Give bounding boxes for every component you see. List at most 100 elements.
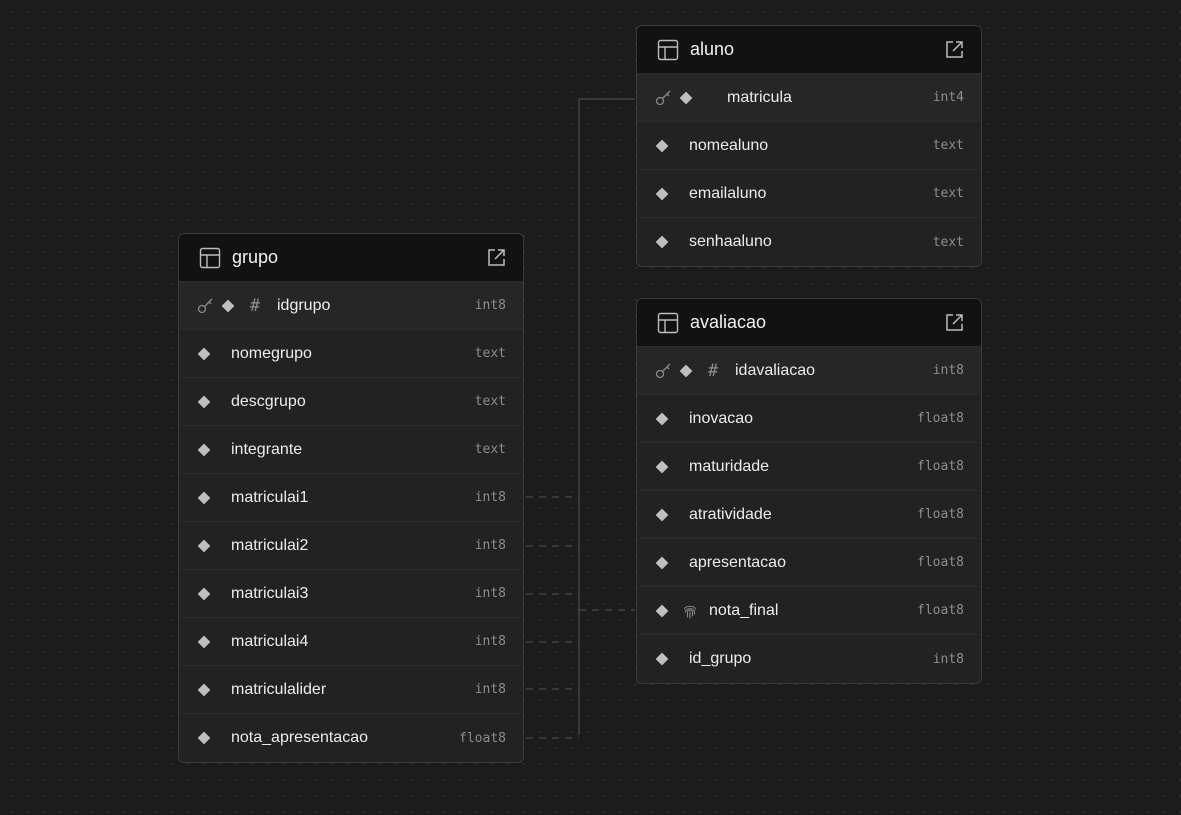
diamond-icon <box>679 364 693 378</box>
column-type: text <box>932 186 964 201</box>
column-name: nomegrupo <box>231 344 312 362</box>
column-type: int8 <box>932 363 964 378</box>
diamond-icon <box>197 539 211 553</box>
diamond-icon <box>655 556 669 570</box>
column-name: matriculai1 <box>231 488 309 506</box>
table-card-avaliacao[interactable]: avaliacao # idavaliacao int8 inovacao fl… <box>636 298 982 684</box>
column-type: text <box>932 138 964 153</box>
diamond-icon <box>679 91 693 105</box>
key-icon <box>655 89 673 107</box>
column-type: int4 <box>932 90 964 105</box>
diamond-icon <box>197 635 211 649</box>
column-type: int8 <box>474 586 506 601</box>
column-row-matriculai4[interactable]: matriculai4 int8 <box>179 618 523 666</box>
column-type: int8 <box>474 634 506 649</box>
column-type: float8 <box>917 555 964 570</box>
table-title: aluno <box>690 39 735 59</box>
column-type: text <box>474 394 506 409</box>
column-row-idgrupo[interactable]: # idgrupo int8 <box>179 282 523 330</box>
table-header: avaliacao <box>637 299 981 347</box>
external-link-icon[interactable] <box>944 312 965 333</box>
column-row-matriculai2[interactable]: matriculai2 int8 <box>179 522 523 570</box>
column-name: matriculai2 <box>231 536 309 554</box>
column-row-idavaliacao[interactable]: # idavaliacao int8 <box>637 347 981 395</box>
fingerprint-icon <box>681 602 699 620</box>
table-icon <box>657 312 679 334</box>
table-card-grupo[interactable]: grupo # idgrupo int8 nomegrupo text desc… <box>178 233 524 763</box>
external-link-icon[interactable] <box>486 247 507 268</box>
column-row-nomegrupo[interactable]: nomegrupo text <box>179 330 523 378</box>
table-header: aluno <box>637 26 981 74</box>
column-name: nota_apresentacao <box>231 729 368 746</box>
column-name: idgrupo <box>277 296 331 314</box>
diamond-icon <box>655 652 669 666</box>
diamond-icon <box>655 139 669 153</box>
diamond-icon <box>197 347 211 361</box>
column-name: atratividade <box>689 505 772 523</box>
column-type: int8 <box>474 538 506 553</box>
column-type: float8 <box>917 411 964 426</box>
column-row-nota-final[interactable]: nota_final float8 <box>637 587 981 635</box>
column-row-matricula[interactable]: matricula int4 <box>637 74 981 122</box>
column-type: int8 <box>474 682 506 697</box>
table-icon <box>199 247 221 269</box>
column-name: apresentacao <box>689 553 786 571</box>
diamond-icon <box>197 491 211 505</box>
column-row-maturidade[interactable]: maturidade float8 <box>637 443 981 491</box>
column-type: int8 <box>474 490 506 505</box>
column-name: descgrupo <box>231 392 306 410</box>
diamond-icon <box>655 187 669 201</box>
column-row-matriculalider[interactable]: matriculalider int8 <box>179 666 523 714</box>
table-card-aluno[interactable]: aluno matricula int4 nomealuno text emai… <box>636 25 982 267</box>
key-icon <box>197 297 215 315</box>
column-row-descgrupo[interactable]: descgrupo text <box>179 378 523 426</box>
column-row-nomealuno[interactable]: nomealuno text <box>637 122 981 170</box>
column-name: idavaliacao <box>735 361 816 379</box>
column-row-matriculai3[interactable]: matriculai3 int8 <box>179 570 523 618</box>
column-type: float8 <box>917 507 964 522</box>
diamond-icon <box>655 460 669 474</box>
hash-icon: # <box>707 360 719 381</box>
column-row-integrante[interactable]: integrante text <box>179 426 523 474</box>
column-row-id-grupo[interactable]: id_grupo int8 <box>637 635 981 683</box>
diamond-icon <box>655 235 669 249</box>
column-type: text <box>474 442 506 457</box>
diamond-icon <box>197 443 211 457</box>
column-name: maturidade <box>689 457 770 475</box>
table-header: grupo <box>179 234 523 282</box>
diamond-icon <box>221 299 235 313</box>
column-row-nota-apresentacao[interactable]: nota_apresentacao float8 <box>179 714 523 762</box>
connector-line-aluno-matricula <box>578 98 635 735</box>
column-type: float8 <box>917 459 964 474</box>
column-row-emailaluno[interactable]: emailaluno text <box>637 170 981 218</box>
column-type: float8 <box>459 730 506 746</box>
column-row-atratividade[interactable]: atratividade float8 <box>637 491 981 539</box>
diamond-icon <box>197 395 211 409</box>
column-type: int8 <box>932 651 964 667</box>
column-type: float8 <box>917 603 964 618</box>
column-row-apresentacao[interactable]: apresentacao float8 <box>637 539 981 587</box>
column-name: matricula <box>727 88 792 106</box>
hash-icon: # <box>249 295 261 316</box>
column-name: nota_final <box>709 601 779 619</box>
column-name: senhaaluno <box>689 233 772 250</box>
column-type: text <box>474 346 506 361</box>
column-name: emailaluno <box>689 184 767 202</box>
diamond-icon <box>197 587 211 601</box>
column-name: id_grupo <box>689 650 752 667</box>
column-name: matriculai4 <box>231 632 309 650</box>
column-name: integrante <box>231 440 303 458</box>
column-type: text <box>932 234 964 250</box>
table-icon <box>657 39 679 61</box>
column-row-matriculai1[interactable]: matriculai1 int8 <box>179 474 523 522</box>
diamond-icon <box>655 604 669 618</box>
key-icon <box>655 362 673 380</box>
column-row-senhaaluno[interactable]: senhaaluno text <box>637 218 981 266</box>
diamond-icon <box>655 412 669 426</box>
table-title: grupo <box>232 247 279 267</box>
column-row-inovacao[interactable]: inovacao float8 <box>637 395 981 443</box>
column-name: matriculai3 <box>231 584 309 602</box>
column-name: inovacao <box>689 409 754 427</box>
column-type: int8 <box>474 298 506 313</box>
external-link-icon[interactable] <box>944 39 965 60</box>
